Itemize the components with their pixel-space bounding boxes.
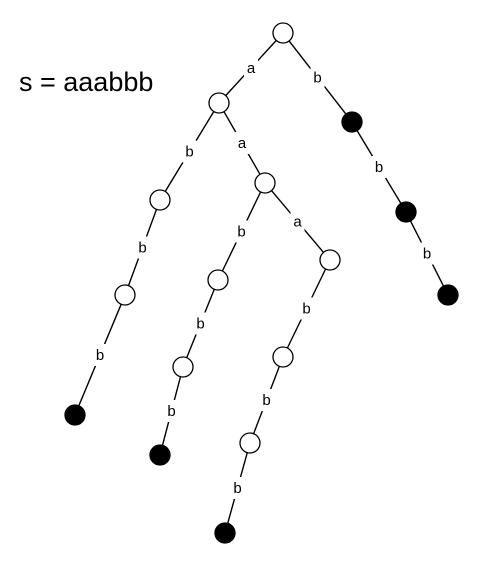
node-ab	[149, 189, 171, 211]
edge-label-aaa-aaab: b	[302, 300, 310, 317]
edge-label-knockout	[135, 236, 150, 259]
terminal-node-aabbb	[149, 444, 171, 466]
edge-label-bb-bbb: b	[423, 245, 431, 262]
edge-label-root-a: a	[247, 60, 256, 77]
edge-label-knockout	[310, 66, 325, 89]
node-aab	[207, 269, 229, 291]
edge-label-a-ab: b	[185, 143, 193, 160]
edge-label-aab-aabb: b	[196, 315, 204, 332]
edge-label-aabb-aabbb: b	[167, 403, 175, 420]
edge-label-knockout	[182, 140, 197, 163]
edge-label-knockout	[420, 242, 434, 265]
edge-label-knockout	[93, 344, 107, 366]
node-abb	[114, 284, 136, 306]
node-root	[272, 22, 294, 44]
edge-label-knockout	[235, 132, 249, 154]
edge-label-knockout	[193, 312, 208, 335]
nodes-layer	[64, 22, 459, 544]
node-aaabb	[239, 432, 261, 454]
edge-label-knockout	[164, 400, 179, 422]
edge-label-root-b: b	[313, 69, 321, 86]
edge-label-aa-aaa: a	[293, 213, 302, 230]
terminal-node-bbb	[437, 284, 459, 306]
node-aabb	[172, 356, 194, 378]
terminal-node-aaabbb	[214, 522, 236, 544]
node-aaab	[272, 346, 294, 368]
terminal-node-b	[341, 111, 363, 133]
node-aa	[254, 172, 276, 194]
edge-label-b-bb: b	[375, 159, 383, 176]
edge-label-aaabb-aaabbb: b	[233, 480, 241, 497]
edge-label-knockout	[259, 389, 274, 411]
edge-label-knockout	[299, 297, 314, 320]
node-a	[208, 92, 230, 114]
edge-label-knockout	[230, 477, 245, 499]
edge-label-aa-aab: b	[237, 223, 245, 240]
edge-label-aaab-aaabb: b	[262, 392, 270, 409]
terminal-node-abbb	[64, 404, 86, 426]
edge-label-knockout	[372, 156, 386, 178]
terminal-node-bb	[395, 201, 417, 223]
equation-label: s = aaabbb	[19, 67, 154, 97]
edge-label-abb-abbb: b	[96, 347, 104, 364]
edge-label-knockout	[244, 57, 258, 79]
edge-label-ab-abb: b	[138, 239, 146, 256]
edge-label-knockout	[234, 220, 249, 243]
edge-label-knockout	[290, 210, 305, 233]
node-aaa	[319, 249, 341, 271]
edges-layer	[78, 39, 445, 524]
edge-labels-layer: a b b b b b b a b b b a b b b	[93, 57, 434, 499]
edge-label-a-aa: a	[238, 135, 247, 152]
